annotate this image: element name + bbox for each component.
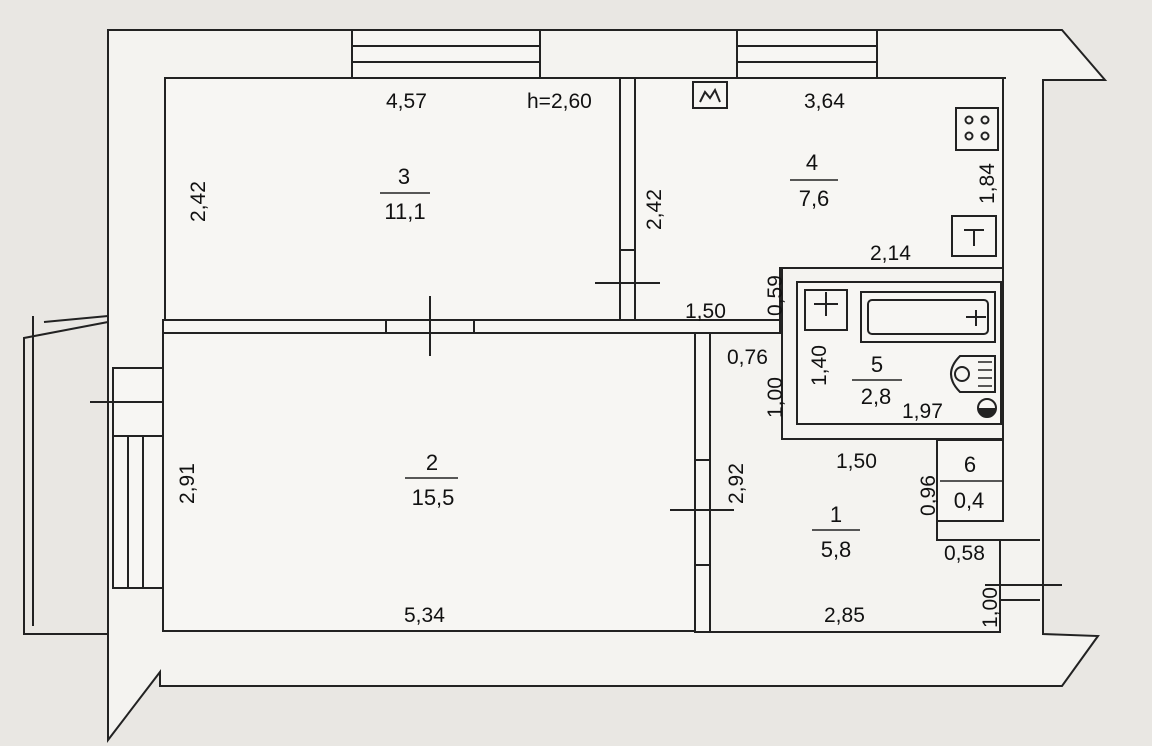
dim-hall-opening: 1,50 [685,300,726,323]
room-area: 5,8 [821,537,852,562]
toilet-icon [950,355,996,393]
room-number: 5 [871,352,883,377]
dim-room3-left: 2,42 [187,181,210,222]
dim-room2-height: 2,91 [176,463,199,504]
room-2-label: 2 15,5 [405,450,458,510]
room-number: 2 [426,450,438,475]
window-room-3 [351,29,541,79]
room-number: 1 [830,502,842,527]
room-area: 0,4 [954,488,985,513]
room-number: 6 [964,452,976,477]
room-number: 4 [806,150,818,175]
dim-room4-width: 3,64 [804,90,845,113]
dim-wc-height: 0,96 [917,475,940,516]
dim-bath-197: 1,97 [902,400,943,423]
stove-icon [955,107,999,151]
dim-room1-width: 2,85 [824,604,865,627]
room-area: 2,8 [861,384,892,409]
room-5-label: 5 2,8 [852,352,902,409]
dim-room3-right: 2,42 [643,189,666,230]
ceiling-height: h=2,60 [527,90,592,113]
dim-bath-width: 2,14 [870,242,911,265]
dim-wc-step: 0,58 [944,542,985,565]
dim-room2-right: 2,92 [725,463,748,504]
room-3-area [164,77,621,321]
dim-room4-height: 1,84 [976,163,999,204]
room-area: 11,1 [384,199,425,224]
radiator-icon [977,398,997,418]
dim-room2-width: 5,34 [404,604,445,627]
dim-bath-100: 1,00 [764,377,787,418]
room-2-area [162,332,696,632]
dim-entrance: 1,00 [979,587,1002,628]
dim-bath-076: 0,76 [727,346,768,369]
room-area: 7,6 [799,186,830,211]
dim-bath-140: 1,40 [808,345,831,386]
sink-icon [804,289,848,331]
room-3-label: 3 11,1 [380,164,430,224]
room-4-label: 4 7,6 [790,150,838,211]
dim-room3-width: 4,57 [386,90,427,113]
dim-bath-059: 0,59 [764,275,787,316]
room-number: 3 [398,164,410,189]
sink-icon [951,215,997,257]
bathroom-wall [781,267,1004,440]
room-6-label: 6 0,4 [940,452,1002,513]
room-1-label: 1 5,8 [812,502,860,562]
window-room-4 [736,29,878,79]
dim-hall-top: 1,50 [836,450,877,473]
bathtub-icon [860,291,996,343]
partition-2-1 [694,332,711,633]
room-area: 15,5 [412,485,455,510]
boiler-icon [692,81,728,109]
